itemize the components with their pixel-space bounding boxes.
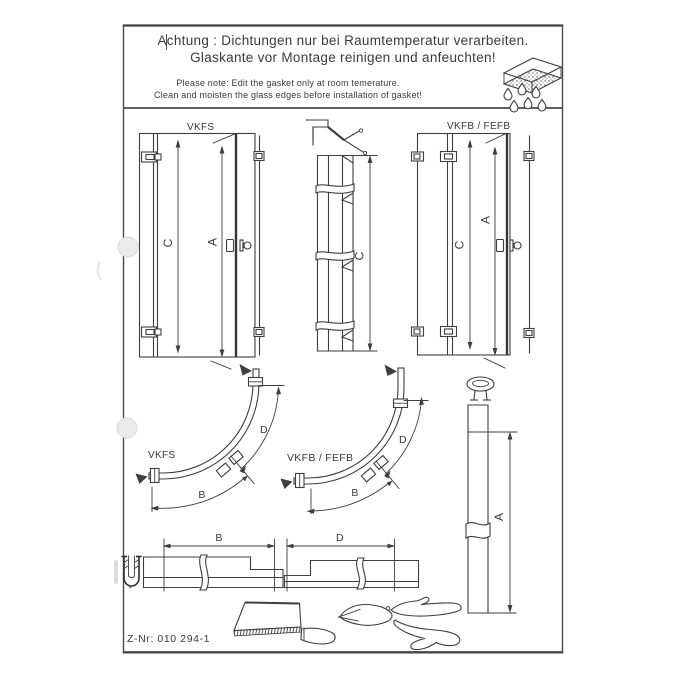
jamb-clamp-icon: [523, 150, 535, 339]
vkfs-curve-title: VKFS: [148, 450, 175, 461]
gasket-cross-section-icon: [305, 119, 368, 156]
break-mark: [199, 554, 209, 591]
dim-a-label: A: [206, 238, 220, 246]
dimension-b: B: [150, 475, 248, 512]
gasket-clip-icon: [373, 454, 389, 471]
notice-english-line2: Clean and moisten the glass edges before…: [154, 90, 422, 100]
gasket-clip-icon: [466, 376, 495, 401]
break-mark: [356, 557, 366, 590]
print-artifact-mark: [166, 34, 167, 50]
cut-arrow-icon: [135, 473, 148, 484]
door-handle-icon: [225, 238, 252, 253]
hinge-icon: [140, 151, 162, 338]
dimension-d: D: [384, 397, 429, 479]
dim-c-label: C: [161, 238, 175, 247]
dim-d-label: D: [336, 532, 344, 544]
dim-d-label: D: [260, 424, 268, 436]
vkfs-door-drawing: VKFS C: [138, 122, 265, 370]
dim-c-label: C: [453, 240, 467, 249]
dimension-c: C: [161, 139, 181, 354]
saw-icon: [233, 601, 336, 645]
dimension-b: B: [306, 480, 393, 514]
dim-a-label: A: [479, 216, 493, 224]
dim-a-label: A: [492, 513, 506, 521]
punch-holes: [97, 236, 139, 584]
dimension-c: C: [353, 155, 378, 352]
dimension-a: A: [479, 132, 507, 369]
dimension-b: B: [162, 532, 276, 592]
cut-arrow-icon: [280, 478, 293, 489]
gasket-profile-b-drawing: B: [142, 532, 284, 592]
drawing-number: Z-Nr: 010 294-1: [127, 633, 211, 645]
vkfb-fefb-curved-gasket-drawing: VKFB / FEFB D: [280, 364, 429, 514]
dimension-a: A: [206, 132, 237, 370]
page-frame: [122, 24, 564, 654]
dim-b-label: B: [351, 487, 358, 499]
hinge-icon: [410, 150, 458, 338]
gasket-strip-drawing: C: [305, 119, 378, 352]
door-handle-icon: [495, 238, 522, 253]
vkfb-fefb-door-drawing: VKFB / FEFB: [410, 121, 535, 369]
cut-arrow-icon: [384, 364, 397, 376]
notice-german: Achtung : Dichtungen nur bei Raumtempera…: [123, 32, 563, 66]
snips-icon: [337, 596, 462, 651]
cut-arrow-icon: [239, 364, 252, 376]
dimension-d: D: [239, 385, 285, 474]
gasket-clip-icon: [360, 467, 377, 483]
jamb-clamp-icon: [253, 150, 265, 338]
notice-english: Please note: Edit the gasket only at roo…: [123, 77, 453, 101]
notice-german-line1: Achtung : Dichtungen nur bei Raumtempera…: [157, 33, 529, 48]
u-profile-icon: [121, 555, 142, 589]
dim-b-label: B: [215, 532, 222, 544]
dimension-c: C: [453, 139, 473, 350]
gasket-profile-d-drawing: D: [283, 532, 420, 592]
vkfs-title: VKFS: [187, 122, 214, 133]
scan-smudge: [97, 261, 102, 281]
dim-b-label: B: [198, 489, 205, 501]
notice-german-line2: Glaskante vor Montage reinigen und anfeu…: [190, 50, 496, 65]
dim-c-label: C: [353, 251, 367, 260]
break-mark: [465, 521, 491, 539]
notice-english-line1: Please note: Edit the gasket only at roo…: [176, 78, 400, 88]
vkfb-fefb-curve-title: VKFB / FEFB: [287, 452, 353, 464]
vkfb-fefb-title: VKFB / FEFB: [447, 121, 510, 132]
dimension-a: A: [487, 431, 518, 613]
vertical-gasket-a-drawing: A: [465, 376, 518, 614]
gasket-clip-icon: [215, 462, 232, 478]
vkfs-curved-gasket-drawing: VKFS D: [135, 364, 285, 512]
gasket-clip-icon: [228, 449, 244, 466]
scan-smudge: [114, 560, 118, 584]
dimension-d: D: [285, 532, 396, 592]
dim-d-label: D: [399, 434, 407, 446]
break-marks: [315, 183, 355, 342]
